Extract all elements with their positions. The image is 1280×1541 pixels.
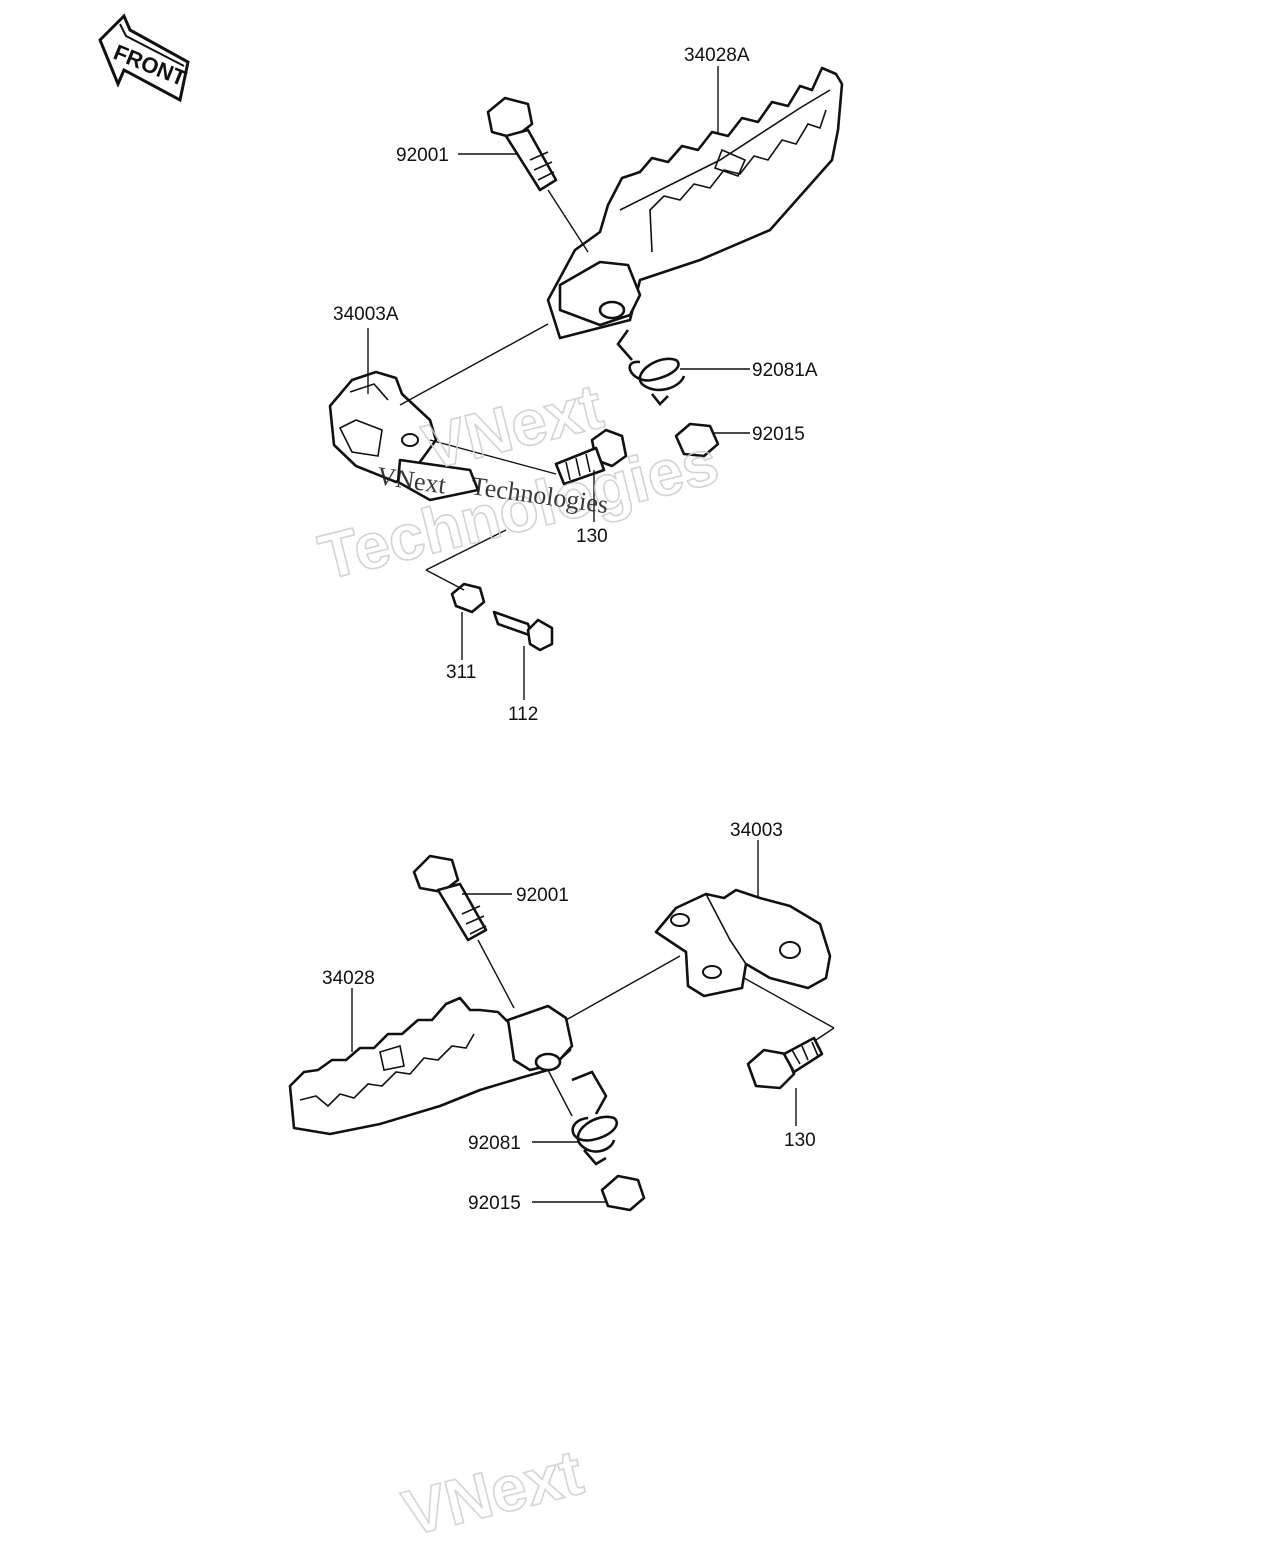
bolt-mount-upper	[429, 428, 628, 486]
footpeg-right	[546, 66, 844, 340]
label-bolt-pivot-upper: 92001	[396, 145, 449, 166]
nut-right	[674, 422, 720, 458]
bolt-pivot-lower	[412, 854, 515, 1009]
bolt-pivot-upper	[486, 96, 589, 253]
label-nut-left: 92015	[468, 1193, 521, 1214]
label-bracket-left: 34003	[730, 820, 783, 841]
label-bolt-mount-upper: 130	[576, 526, 608, 547]
label-nut-right: 92015	[752, 424, 805, 445]
watermark: VNext Technologies VNext Technologies VN…	[311, 369, 726, 1541]
label-footpeg-right: 34028A	[684, 45, 750, 66]
nut-left	[600, 1174, 646, 1212]
label-bolt-small: 112	[508, 704, 538, 725]
label-spring-left: 92081	[468, 1133, 521, 1154]
label-spring-right: 92081A	[752, 360, 818, 381]
bracket-right	[328, 323, 549, 502]
label-bolt-pivot-lower: 92001	[516, 885, 569, 906]
label-footpeg-left: 34028	[322, 968, 375, 989]
label-bolt-mount-lower: 130	[784, 1130, 816, 1151]
front-arrow-icon: FRONT	[98, 13, 190, 103]
bracket-left	[654, 888, 832, 998]
spring-left	[547, 1069, 619, 1166]
spring-right	[616, 329, 686, 406]
bolt-mount-lower	[743, 977, 835, 1090]
label-nut-small: 311	[446, 662, 476, 683]
label-bracket-right: 34003A	[333, 304, 399, 325]
watermark-brand-bottom: VNext	[396, 1436, 589, 1536]
footpeg-left	[288, 955, 681, 1136]
nut-small	[425, 529, 507, 614]
bolt-small	[492, 610, 554, 652]
